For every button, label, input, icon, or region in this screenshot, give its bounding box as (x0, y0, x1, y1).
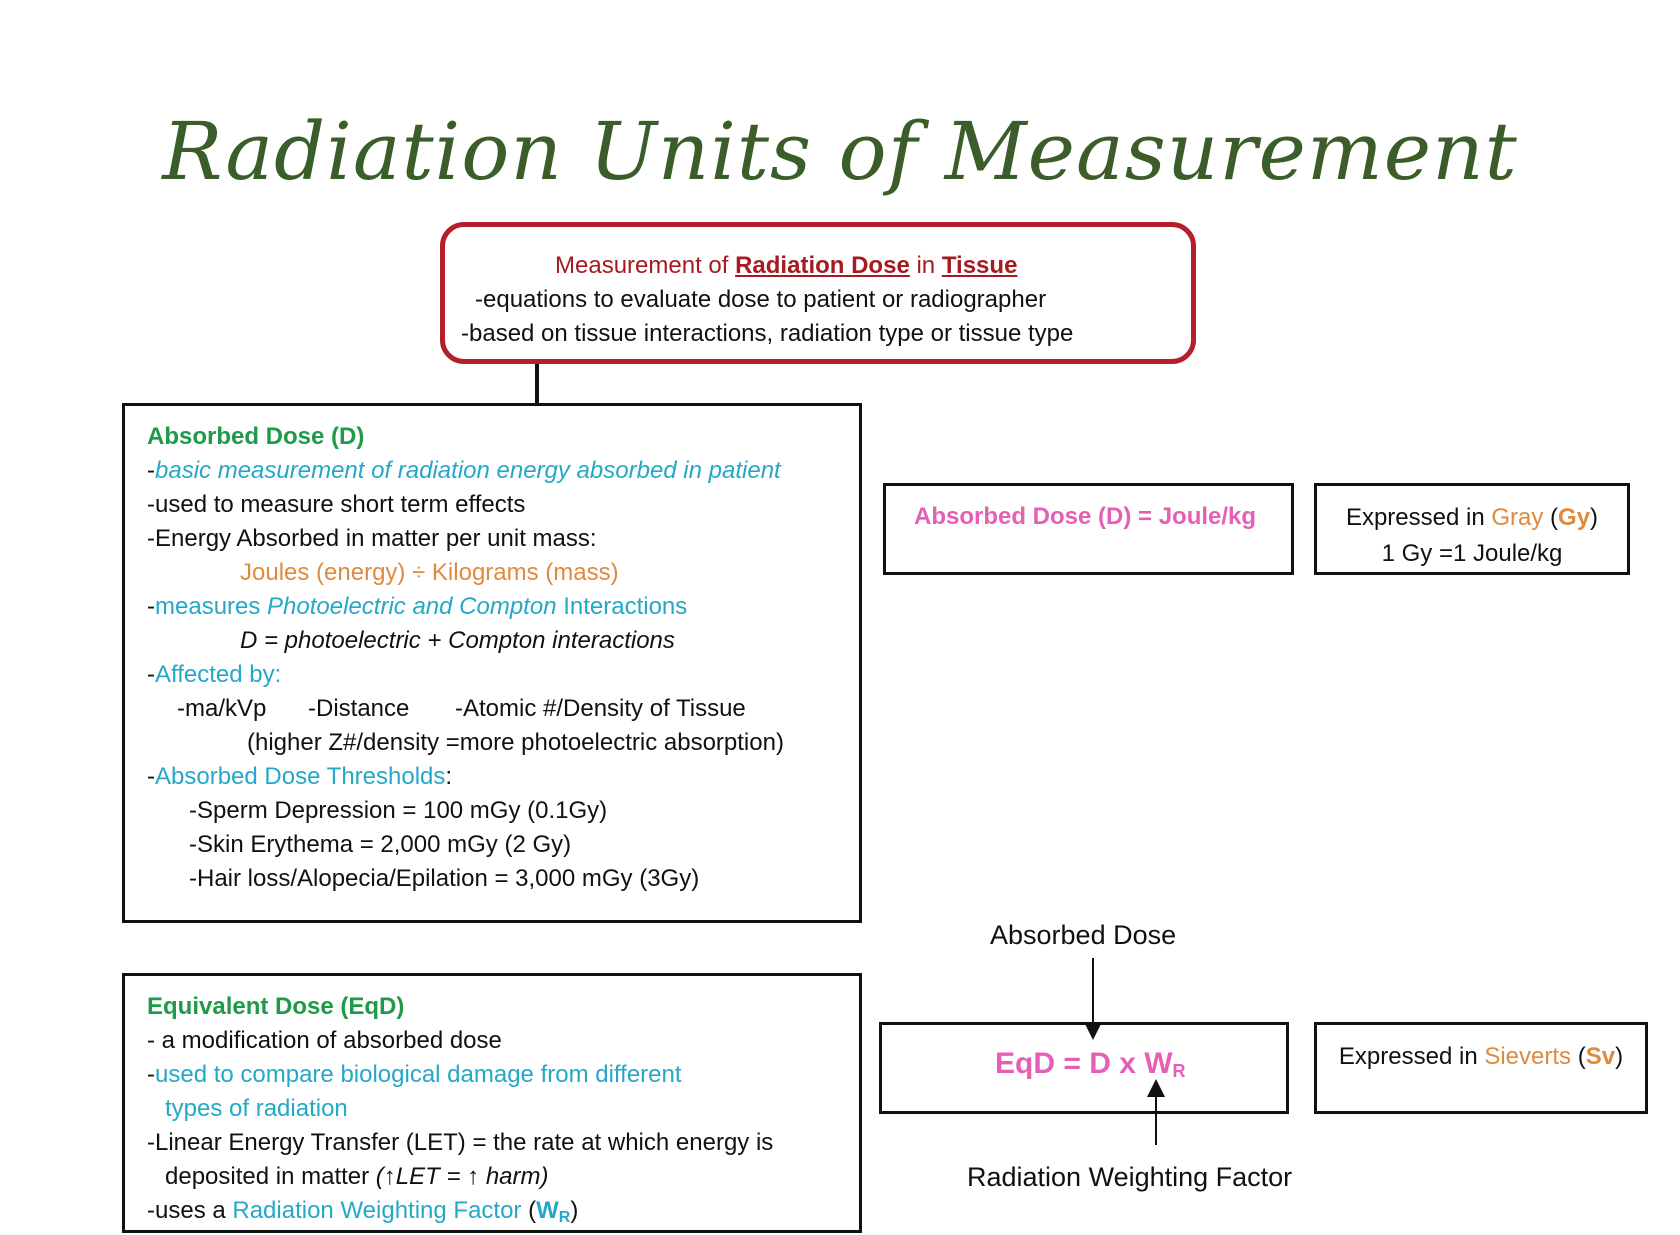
wr-symbol: W (536, 1197, 559, 1224)
absorbed-dose-heading: Absorbed Dose (D) (147, 423, 365, 450)
paren-close: ) (1590, 504, 1599, 531)
definition-middle: in (909, 252, 942, 279)
page-title: Radiation Units of Measurement (162, 105, 1518, 198)
paren-close: ) (1615, 1043, 1624, 1070)
gray-unit-line: Expressed in Gray (Gy) (1317, 500, 1627, 536)
arrow-down-icon (1084, 1022, 1102, 1040)
absorbed-line-3: -Energy Absorbed in matter per unit mass… (147, 525, 597, 552)
absorbed-line-9: (higher Z#/density =more photoelectric a… (247, 729, 784, 756)
definition-line-2: -equations to evaluate dose to patient o… (475, 286, 1047, 313)
compare-damage-text: used to compare biological damage from d… (155, 1061, 682, 1088)
absorbed-dose-box: Absorbed Dose (D) -basic measurement of … (122, 403, 862, 923)
colon: : (445, 763, 453, 790)
absorbed-line-7: -Affected by: (147, 658, 281, 692)
definition-prefix: Measurement of (555, 252, 736, 279)
let-harm-note: (↑LET = ↑ harm) (375, 1163, 549, 1190)
dash: - (147, 763, 155, 790)
absorbed-formula: Absorbed Dose (D) = Joule/kg (914, 503, 1257, 530)
absorbed-dose-label: Absorbed Dose (990, 920, 1177, 950)
uses-a-text: -uses a (147, 1197, 233, 1224)
weighting-factor-term: Radiation Weighting Factor (232, 1197, 522, 1224)
term-radiation-dose: Radiation Dose (735, 252, 910, 279)
measures-text: measures (155, 593, 268, 620)
weighting-factor-label: Radiation Weighting Factor (967, 1162, 1293, 1192)
gray-unit-box: Expressed in Gray (Gy) 1 Gy =1 Joule/kg (1314, 483, 1630, 575)
absorbed-formula-box: Absorbed Dose (D) = Joule/kg (883, 483, 1294, 575)
equivalent-line-3: types of radiation (165, 1095, 348, 1122)
equivalent-line-6: -uses a Radiation Weighting Factor (WR) (147, 1194, 578, 1235)
equivalent-dose-heading: Equivalent Dose (EqD) (147, 993, 405, 1020)
absorbed-line-5: -measures Photoelectric and Compton Inte… (147, 590, 687, 624)
equivalent-dose-box: Equivalent Dose (EqD) - a modification o… (122, 973, 862, 1233)
sievert-unit-box: Expressed in Sieverts (Sv) (1314, 1022, 1648, 1114)
absorbed-line-6: D = photoelectric + Compton interactions (240, 627, 675, 654)
absorbed-line-10: -Absorbed Dose Thresholds: (147, 760, 452, 794)
unit-sieverts: Sieverts (1484, 1043, 1572, 1070)
arrow-line-up (1155, 1095, 1157, 1145)
threshold-skin: -Skin Erythema = 2,000 mGy (2 Gy) (189, 831, 572, 858)
radiation-dose-definition-box: Measurement of Radiation Dose in Tissue … (440, 222, 1196, 364)
interactions-text: Interactions (556, 593, 688, 620)
definition-heading: Measurement of Radiation Dose in Tissue (555, 249, 1017, 283)
interaction-types: Photoelectric and Compton (267, 593, 557, 620)
sievert-unit-line: Expressed in Sieverts (Sv) (1317, 1039, 1645, 1075)
eqd-formula-subscript: R (1172, 1061, 1186, 1081)
paren-open: ( (1543, 504, 1559, 531)
absorbed-line-4: Joules (energy) ÷ Kilograms (mass) (240, 559, 619, 586)
arrow-line-down (1092, 958, 1094, 1038)
unit-symbol-gy: Gy (1558, 504, 1591, 531)
dash: - (147, 1061, 155, 1088)
affected-by-label: Affected by: (155, 661, 282, 688)
connector-line (535, 364, 539, 404)
deposited-text: deposited in matter (165, 1163, 376, 1190)
threshold-sperm: -Sperm Depression = 100 mGy (0.1Gy) (189, 797, 608, 824)
dash: - (147, 457, 155, 484)
dash: - (147, 661, 155, 688)
term-tissue: Tissue (941, 252, 1018, 279)
affected-density: -Atomic #/Density of Tissue (455, 695, 746, 722)
affected-ma-kvp: -ma/kVp (177, 695, 267, 722)
unit-gray: Gray (1491, 504, 1544, 531)
equivalent-line-5: deposited in matter (↑LET = ↑ harm) (165, 1160, 549, 1194)
expressed-in: Expressed in (1338, 1043, 1485, 1070)
absorbed-line-1: -basic measurement of radiation energy a… (147, 454, 781, 488)
equivalent-line-2: -used to compare biological damage from … (147, 1058, 682, 1092)
dash: - (147, 593, 155, 620)
paren-close: ) (570, 1197, 579, 1224)
eqd-formula-main: EqD = D x W (995, 1047, 1173, 1080)
arrow-up-icon (1147, 1079, 1165, 1097)
paren-open: ( (521, 1197, 537, 1224)
absorbed-definition: basic measurement of radiation energy ab… (155, 457, 781, 484)
equivalent-line-1: - a modification of absorbed dose (147, 1027, 502, 1054)
definition-line-3: -based on tissue interactions, radiation… (461, 320, 1074, 347)
paren-open: ( (1571, 1043, 1586, 1070)
expressed-in: Expressed in (1345, 504, 1492, 531)
unit-symbol-sv: Sv (1585, 1043, 1616, 1070)
absorbed-line-2: -used to measure short term effects (147, 491, 526, 518)
gray-definition: 1 Gy =1 Joule/kg (1381, 540, 1563, 567)
equivalent-line-4: -Linear Energy Transfer (LET) = the rate… (147, 1129, 774, 1156)
affected-distance: -Distance (308, 695, 410, 722)
threshold-hair: -Hair loss/Alopecia/Epilation = 3,000 mG… (189, 865, 700, 892)
eqd-formula-box: EqD = D x WR (879, 1022, 1289, 1114)
eqd-formula: EqD = D x WR (995, 1047, 1186, 1088)
wr-subscript: R (558, 1209, 571, 1226)
thresholds-label: Absorbed Dose Thresholds (155, 763, 446, 790)
